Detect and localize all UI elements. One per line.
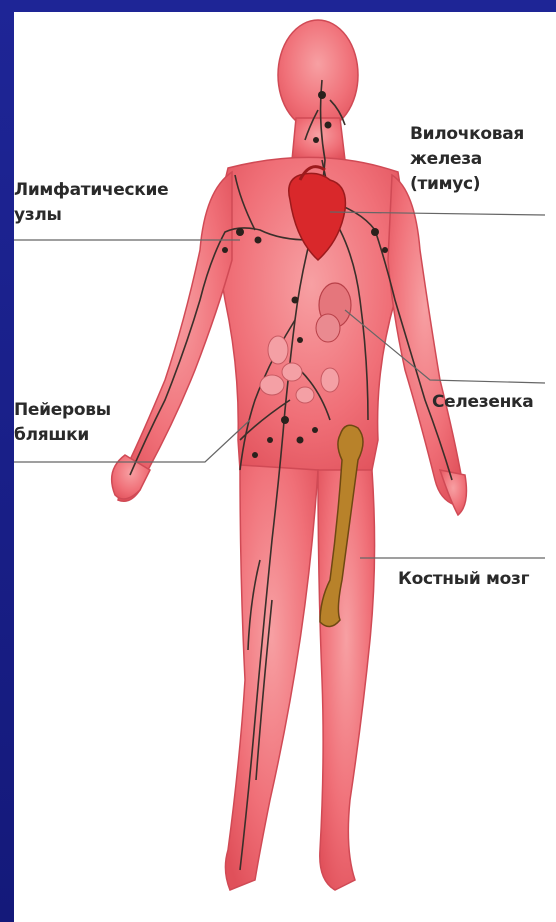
thymus-label-line2: железа (410, 147, 524, 172)
head (278, 20, 358, 130)
right-arm (388, 175, 462, 505)
lymph-nodes-label-line1: Лимфатические (14, 178, 168, 203)
lymph-nodes-label-line2: узлы (14, 203, 168, 228)
peyer-label-line1: Пейеровы (14, 398, 111, 423)
thymus-label: Вилочковая железа (тимус) (410, 122, 524, 197)
bone-marrow-label: Костный мозг (398, 567, 529, 592)
peyer-patches-label: Пейеровы бляшки (14, 398, 111, 448)
spleen-label: Селезенка (432, 390, 533, 415)
peyer-label-line2: бляшки (14, 423, 111, 448)
thymus-label-line1: Вилочковая (410, 122, 524, 147)
left-leg (225, 465, 318, 890)
lymph-nodes-label: Лимфатические узлы (14, 178, 168, 228)
thymus-label-line3: (тимус) (410, 172, 524, 197)
